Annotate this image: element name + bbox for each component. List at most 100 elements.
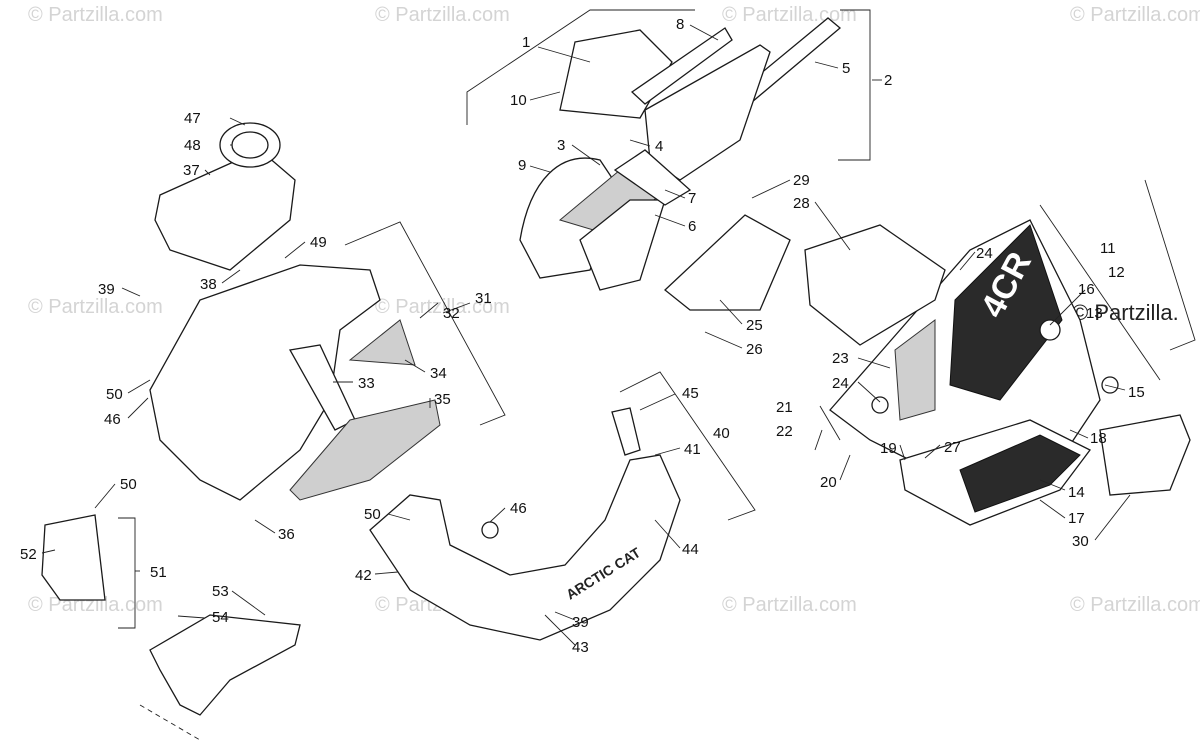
callout-43: 43: [572, 639, 589, 656]
leader: [899, 444, 906, 461]
leader: [689, 24, 719, 41]
watermark: © Partzilla.com: [722, 594, 857, 616]
leader: [121, 287, 141, 297]
leader: [959, 251, 976, 271]
leader: [204, 169, 211, 176]
callout-23: 23: [832, 350, 849, 367]
callout-6: 6: [688, 218, 696, 235]
hood-panel: [579, 199, 666, 291]
leader: [127, 397, 149, 419]
watermark: © Partzilla.com: [28, 296, 163, 318]
callout-24: 24: [976, 245, 993, 262]
fastener: [1039, 319, 1061, 341]
leader: [537, 46, 591, 63]
inner-panel: [804, 224, 946, 346]
leader: [374, 571, 399, 575]
leader: [654, 447, 681, 456]
callout-49: 49: [310, 234, 327, 251]
callout-47: 47: [184, 110, 201, 127]
leader: [839, 454, 851, 481]
leader: [1104, 384, 1126, 391]
callout-4: 4: [655, 138, 663, 155]
nose-pan: [369, 454, 681, 641]
callout-42: 42: [355, 567, 372, 584]
callout-39: 39: [98, 281, 115, 298]
callout-34: 34: [430, 365, 447, 382]
small-parts: [41, 514, 301, 741]
leader-lines: [41, 24, 1131, 646]
callout-39b: 39: [572, 614, 589, 631]
callout-35: 35: [434, 391, 451, 408]
callouts: 1 2 3 4 5 6 7 8 9 10 11 12 13 14 15 16 1…: [20, 16, 1145, 656]
callout-20: 20: [820, 474, 837, 491]
callout-9: 9: [518, 157, 526, 174]
callout-15: 15: [1128, 384, 1145, 401]
callout-21: 21: [776, 399, 793, 416]
callout-2: 2: [884, 72, 892, 89]
leader: [489, 507, 506, 523]
leader: [419, 302, 439, 319]
leader: [1039, 499, 1066, 519]
callout-25: 25: [746, 317, 763, 334]
watermark: © Partzilla.com: [1070, 594, 1200, 616]
fastener: [1101, 376, 1119, 394]
leader: [127, 379, 151, 394]
mesh-panel-34: [348, 319, 416, 366]
leader: [529, 91, 561, 101]
callout-13: 13: [1086, 305, 1103, 322]
callout-38: 38: [200, 276, 217, 293]
leader: [751, 179, 791, 199]
callout-54: 54: [212, 609, 229, 626]
leader: [94, 483, 116, 509]
leader: [544, 614, 576, 646]
callout-46: 46: [510, 500, 527, 517]
windshield-assembly: [519, 17, 842, 291]
callout-16: 16: [1078, 281, 1095, 298]
leader: [654, 214, 686, 227]
foot-well: [149, 614, 301, 716]
leader: [814, 201, 851, 251]
leader: [554, 611, 576, 621]
leader: [177, 615, 206, 619]
bracket-2: [838, 9, 871, 161]
inner-bracket: [664, 214, 791, 311]
callout-22: 22: [776, 423, 793, 440]
belly-pan-assembly: [149, 122, 441, 501]
windshield-strip: [630, 27, 733, 105]
leader: [1039, 479, 1066, 491]
callout-51: 51: [150, 564, 167, 581]
leader: [442, 302, 471, 314]
leader: [857, 381, 881, 403]
leader: [229, 117, 246, 126]
leader: [814, 61, 839, 69]
callout-31: 31: [475, 290, 492, 307]
belly-pan: [149, 264, 381, 501]
side-panel-decal: [949, 224, 1063, 401]
intake-ring-inner: [231, 131, 269, 159]
callout-41: 41: [684, 441, 701, 458]
leader: [284, 241, 306, 259]
leader: [924, 444, 941, 459]
nose-bracket: [611, 407, 641, 456]
callout-24b: 24: [832, 375, 849, 392]
leader: [231, 590, 266, 616]
leader: [404, 359, 426, 373]
leader: [387, 513, 411, 521]
bracket-12: [1039, 204, 1161, 381]
callout-32: 32: [443, 305, 460, 322]
callout-10: 10: [510, 92, 527, 109]
callout-7: 7: [688, 190, 696, 207]
watermark: © Partzilla.com: [722, 4, 857, 26]
leader: [41, 549, 56, 554]
callout-29: 29: [793, 172, 810, 189]
watermark: © Partzilla.com: [28, 4, 163, 26]
watermark: © Partzilla.com: [1070, 4, 1200, 26]
side-panel-assembly: 4CR: [664, 214, 1191, 526]
side-panel-lower-decal: [959, 434, 1081, 513]
leader: [814, 429, 823, 451]
callout-8: 8: [676, 16, 684, 33]
side-vent-mesh: [894, 319, 936, 421]
callout-11: 11: [1100, 240, 1116, 257]
leader: [664, 189, 686, 199]
